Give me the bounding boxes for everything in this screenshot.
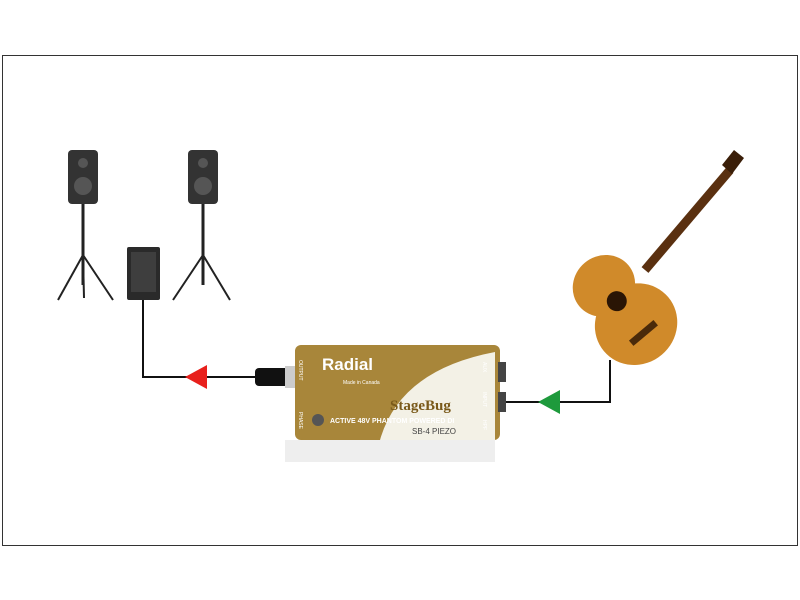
aux-label: AUX xyxy=(481,362,487,373)
xlr-connector xyxy=(255,366,297,388)
phase-label: PHASE xyxy=(297,412,303,430)
model: SB-4 PIEZO xyxy=(412,427,456,436)
product-name: StageBug xyxy=(390,398,451,414)
hpf-label: HPF xyxy=(481,420,487,430)
left-speaker xyxy=(57,150,114,301)
input-cable xyxy=(500,360,611,403)
brand-logo: Radial xyxy=(322,355,373,374)
output-label: OUTPUT xyxy=(297,360,303,381)
description: ACTIVE 48V PHANTOM POWERED DI xyxy=(330,418,454,425)
diagram-frame xyxy=(2,55,798,546)
di-box: Radial Made in Canada StageBug ACTIVE 48… xyxy=(285,345,506,462)
input-direction-arrow xyxy=(538,390,560,414)
right-speaker xyxy=(172,150,231,301)
made-in-label: Made in Canada xyxy=(343,380,380,386)
subwoofer xyxy=(127,247,160,300)
output-cable xyxy=(142,300,262,378)
output-direction-arrow xyxy=(185,365,207,389)
acoustic-guitar xyxy=(572,150,744,365)
input-label: INPUT xyxy=(481,392,487,407)
